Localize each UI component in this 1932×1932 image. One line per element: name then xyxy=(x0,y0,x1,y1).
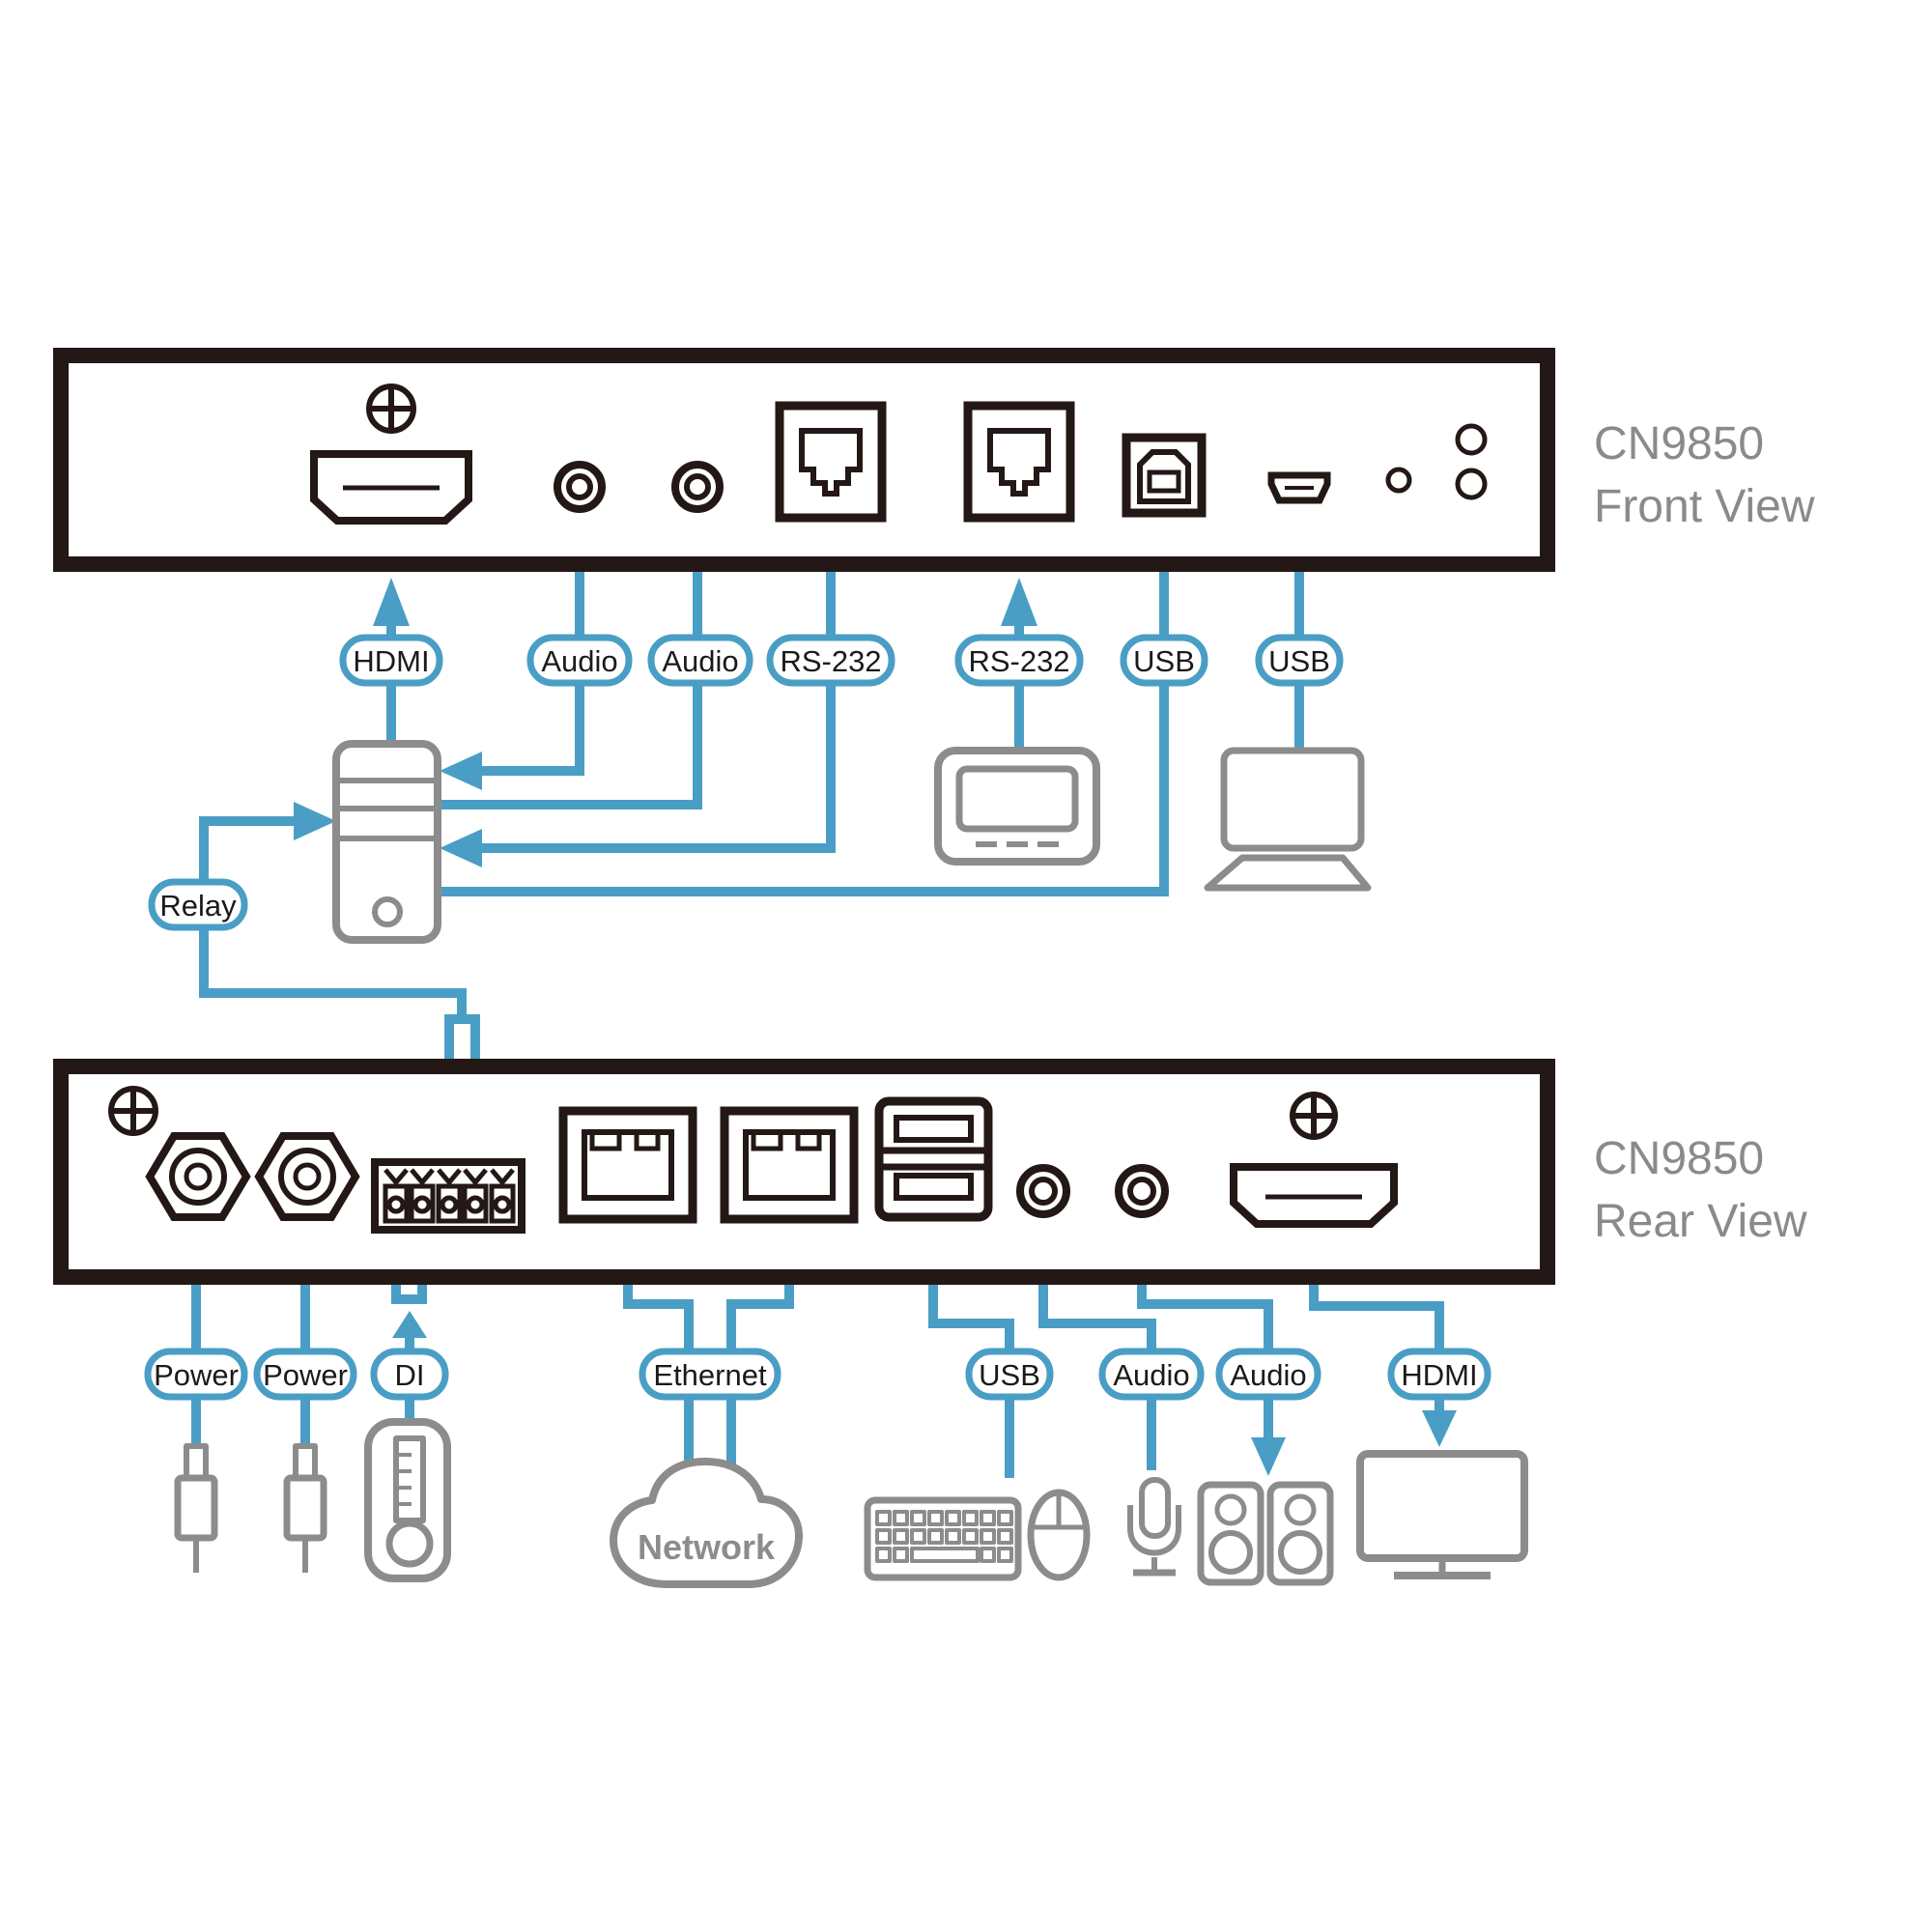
relay-arrow-line xyxy=(199,816,294,882)
svg-text:RS-232: RS-232 xyxy=(780,644,881,678)
mouse-icon xyxy=(1027,1489,1091,1581)
front-label-row: HDMI Audio Audio RS-232 RS-232 USB USB xyxy=(339,634,1344,687)
speakers-icon xyxy=(1197,1481,1334,1586)
svg-text:DI: DI xyxy=(395,1358,425,1392)
label-pill-hdmi-rear: HDMI xyxy=(1387,1348,1492,1401)
relay-feed-line xyxy=(199,927,467,1019)
audio-jack-icon xyxy=(1016,1164,1070,1218)
arrow-left-icon xyxy=(440,829,482,867)
label-pill-power2: Power xyxy=(253,1348,357,1401)
rj45-port-icon xyxy=(775,401,887,523)
svg-text:Audio: Audio xyxy=(541,644,617,678)
label-pill-di: DI xyxy=(370,1348,449,1401)
usb-b-port-icon xyxy=(1122,433,1207,518)
rear-label-row: Power Power DI Ethernet USB Audio Audio xyxy=(144,1348,1492,1401)
rj45-port-icon xyxy=(720,1106,859,1224)
arrow-up-icon xyxy=(373,578,410,626)
led-icon xyxy=(1455,423,1488,456)
arrow-right-icon xyxy=(294,802,336,840)
laptop-icon xyxy=(1204,747,1372,892)
rear-panel xyxy=(53,1059,1555,1285)
audio-jack-icon xyxy=(1115,1164,1169,1218)
power-jack-icon xyxy=(254,1132,360,1221)
audio2-cable-line xyxy=(440,509,702,810)
label-pill-audio-mic: Audio xyxy=(1098,1348,1205,1401)
label-pill-mini-usb: USB xyxy=(1255,634,1344,687)
keyboard-icon xyxy=(864,1496,1022,1581)
power-plug-icon xyxy=(174,1443,218,1573)
svg-text:Audio: Audio xyxy=(1230,1358,1306,1392)
label-pill-ethernet: Ethernet xyxy=(639,1348,781,1401)
audio-jack-icon xyxy=(554,461,606,513)
screw-icon xyxy=(1290,1092,1338,1140)
network-cloud-label: Network xyxy=(638,1527,776,1567)
svg-text:Relay: Relay xyxy=(159,889,237,923)
rear-title-view: Rear View xyxy=(1594,1196,1807,1247)
label-pill-rs232-2: RS-232 xyxy=(954,634,1084,687)
serial-terminal-icon xyxy=(934,747,1100,866)
microphone-icon xyxy=(1127,1477,1181,1577)
label-pill-audio1-front: Audio xyxy=(526,634,633,687)
label-pill-usb-b: USB xyxy=(1120,634,1208,687)
rj45-port-icon xyxy=(963,401,1075,523)
svg-text:Ethernet: Ethernet xyxy=(653,1358,767,1392)
led-icon xyxy=(1455,468,1488,500)
usb-a-stack-icon xyxy=(874,1096,993,1222)
audio-jack-icon xyxy=(671,461,724,513)
front-panel xyxy=(53,348,1555,572)
rj45-port-icon xyxy=(558,1106,697,1224)
svg-text:Power: Power xyxy=(263,1358,348,1392)
audio1-cable-line xyxy=(482,509,584,776)
label-pill-power1: Power xyxy=(144,1348,248,1401)
arrow-down-icon xyxy=(1251,1437,1286,1476)
thermometer-icon xyxy=(364,1418,451,1582)
screw-icon xyxy=(366,384,416,434)
front-title-view: Front View xyxy=(1594,481,1815,532)
label-pill-usb-rear: USB xyxy=(965,1348,1054,1401)
svg-text:Power: Power xyxy=(154,1358,239,1392)
svg-text:RS-232: RS-232 xyxy=(968,644,1069,678)
rear-view-title: CN9850 Rear View xyxy=(1594,1133,1807,1247)
arrow-down-icon xyxy=(1422,1410,1457,1447)
led-icon xyxy=(1385,467,1412,494)
arrow-up-icon xyxy=(1001,578,1037,626)
power-plug-icon xyxy=(283,1443,327,1573)
label-pill-rs232-1: RS-232 xyxy=(766,634,895,687)
svg-text:Audio: Audio xyxy=(1113,1358,1189,1392)
rear-title-model: CN9850 xyxy=(1594,1133,1764,1184)
svg-text:USB: USB xyxy=(979,1358,1040,1392)
arrow-left-icon xyxy=(440,752,482,790)
svg-text:USB: USB xyxy=(1268,644,1330,678)
label-pill-audio-speaker: Audio xyxy=(1215,1348,1321,1401)
rs232-1-cable-line xyxy=(482,519,836,853)
terminal-block-icon xyxy=(371,1158,526,1234)
svg-text:Audio: Audio xyxy=(662,644,738,678)
front-title-model: CN9850 xyxy=(1594,418,1764,469)
power-jack-icon xyxy=(145,1132,251,1221)
mini-usb-port-icon xyxy=(1267,471,1331,504)
hdmi-port-icon xyxy=(310,450,472,525)
monitor-icon xyxy=(1356,1450,1528,1579)
label-pill-hdmi-front: HDMI xyxy=(339,634,443,687)
screw-icon xyxy=(108,1086,158,1136)
svg-text:USB: USB xyxy=(1133,644,1195,678)
svg-text:HDMI: HDMI xyxy=(1401,1358,1477,1392)
arrow-up-icon xyxy=(392,1311,427,1338)
label-pill-audio2-front: Audio xyxy=(647,634,753,687)
label-pill-relay: Relay xyxy=(148,878,248,931)
svg-text:HDMI: HDMI xyxy=(353,644,429,678)
front-view-title: CN9850 Front View xyxy=(1594,418,1815,532)
hdmi-port-icon xyxy=(1230,1163,1398,1228)
pc-tower-icon xyxy=(332,740,441,944)
network-cloud-icon: Network xyxy=(610,1458,803,1588)
